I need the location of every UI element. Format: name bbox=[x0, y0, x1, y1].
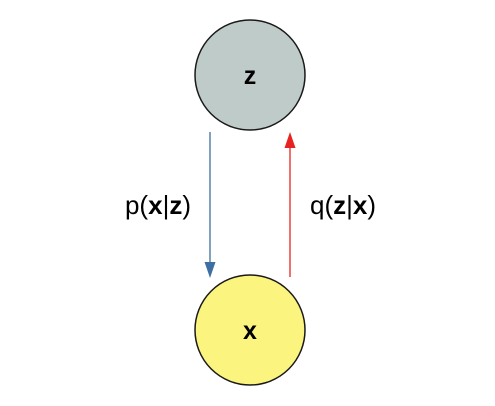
node-x-label: x bbox=[243, 317, 257, 345]
inference-edge-label: q(z|x) bbox=[310, 190, 376, 220]
generative-label-var1: x bbox=[148, 190, 163, 220]
node-z-circle bbox=[194, 19, 306, 131]
inference-label-suffix: ) bbox=[367, 190, 376, 220]
node-x-circle bbox=[194, 274, 306, 386]
generative-label-prefix: p( bbox=[125, 190, 148, 220]
inference-label-var2: x bbox=[353, 190, 368, 220]
inference-label-sep: | bbox=[346, 190, 353, 220]
inference-edge-arrowhead bbox=[284, 132, 296, 148]
generative-label-suffix: ) bbox=[182, 190, 191, 220]
generative-label-var2: z bbox=[169, 190, 182, 220]
generative-label-sep: | bbox=[163, 190, 170, 220]
node-z-label: z bbox=[244, 62, 257, 90]
inference-label-var1: z bbox=[333, 190, 346, 220]
generative-edge-arrowhead bbox=[204, 262, 216, 278]
inference-label-prefix: q( bbox=[310, 190, 333, 220]
generative-edge-label: p(x|z) bbox=[125, 190, 191, 220]
